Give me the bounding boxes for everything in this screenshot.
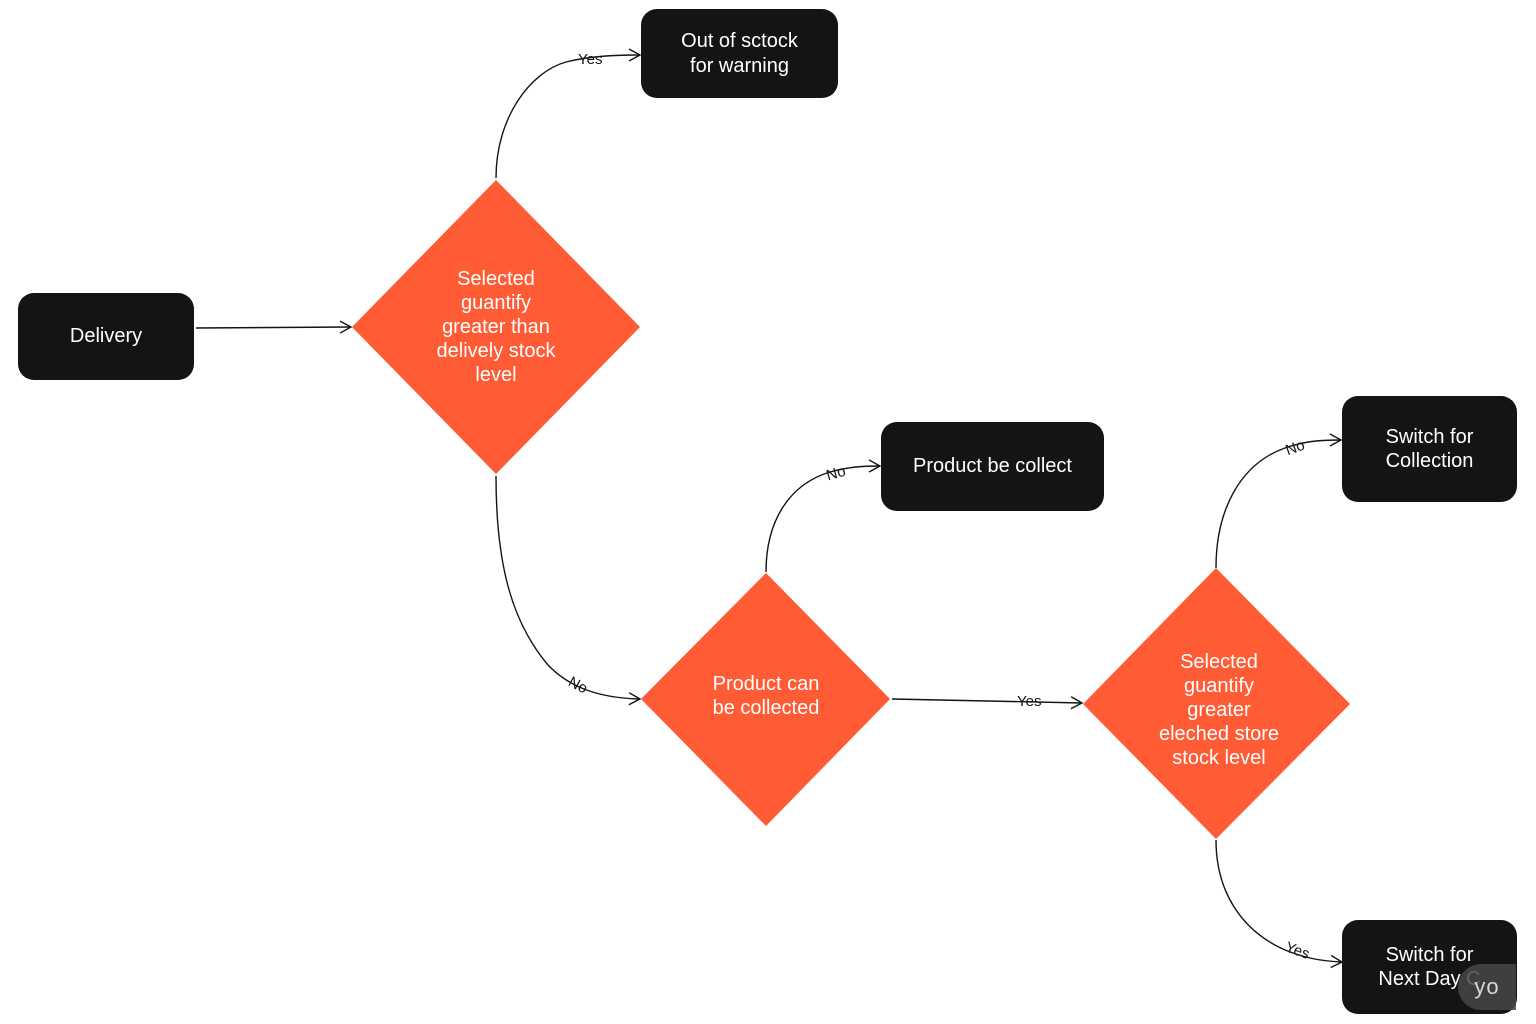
edge-label-no-product-be-collect: No [824, 463, 847, 485]
node-delivery: Delivery [18, 293, 194, 380]
connector-no-to-switch-collection [1215, 433, 1343, 569]
edge-label-yes-switch-next-day: Yes [1283, 939, 1312, 963]
node-switch-for-collection: Switch for Collection [1342, 396, 1517, 502]
connector-yes-to-out-of-stock [495, 48, 642, 179]
edge-label-no-can-be-collected: No [565, 673, 590, 697]
node-out-of-stock: Out of sctock for warning [641, 9, 838, 98]
node-product-be-collect: Product be collect [881, 422, 1104, 511]
decision-can-be-collected-label: Product can be collected [712, 673, 820, 719]
edge-label-no-switch-collection: No [1283, 437, 1307, 460]
decision-store-stock-shape [1083, 568, 1350, 839]
connector-yes-to-store-stock [891, 696, 1084, 710]
decision-delivery-stock-label: Selected guantify greater than delively … [436, 268, 556, 386]
edge-label-yes-out-of-stock: Yes [578, 51, 602, 68]
watermark-badge: yo [1458, 964, 1516, 1010]
connector-delivery-to-decision [195, 320, 353, 334]
connector-yes-to-switch-next-day [1215, 839, 1344, 969]
decision-store-stock-label: Selected guantify greater eleched store … [1158, 651, 1280, 769]
decision-can-be-collected-shape [641, 573, 890, 826]
edge-label-yes-store-stock: Yes [1017, 693, 1041, 710]
connector-no-to-product-be-collect [765, 459, 882, 573]
decision-delivery-stock-shape [352, 180, 640, 474]
connector-no-to-can-be-collected [495, 475, 642, 706]
